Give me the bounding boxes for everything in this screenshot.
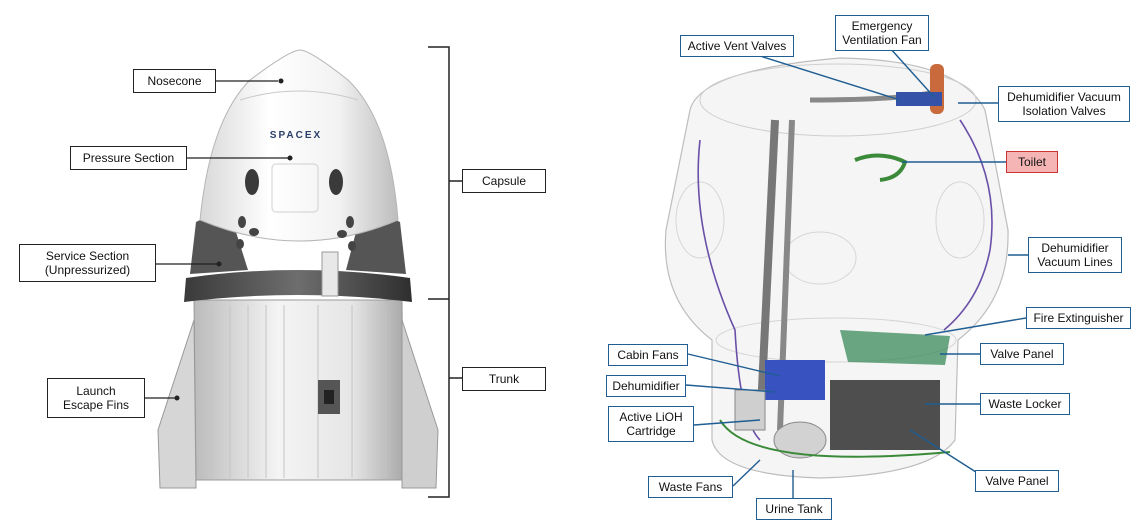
nosecone-dot xyxy=(278,78,284,84)
label-waste-fans-line1: Waste Fans xyxy=(658,480,723,494)
label-launch-escape-fins: Launch Escape Fins xyxy=(47,378,145,418)
label-dehumidifier-line1: Dehumidifier xyxy=(612,379,680,393)
capsule-cone xyxy=(199,49,399,251)
label-dvl-line1: Dehumidifier xyxy=(1041,241,1109,255)
label-dvi-valves-line2: Isolation Valves xyxy=(1022,104,1106,118)
label-valve-panel-lower: Valve Panel xyxy=(975,470,1059,492)
label-emergency-ventilation-fan: Emergency Ventilation Fan xyxy=(835,15,929,51)
label-active-lioh-line1: Active LiOH xyxy=(619,410,683,424)
label-dehumidifier: Dehumidifier xyxy=(606,375,686,397)
label-capsule-line1: Capsule xyxy=(481,174,527,188)
launch-fins-dot xyxy=(174,395,180,401)
label-urine-tank: Urine Tank xyxy=(756,498,832,520)
pressure-section-dot xyxy=(287,155,293,161)
label-dehumidifier-vacuum-lines: Dehumidifier Vacuum Lines xyxy=(1028,237,1122,273)
label-service-section-line1: Service Section xyxy=(45,249,130,263)
label-waste-locker-line1: Waste Locker xyxy=(988,397,1062,411)
label-dehumidifier-vacuum-isolation-valves: Dehumidifier Vacuum Isolation Valves xyxy=(998,86,1130,122)
label-launch-escape-fins-line2: Escape Fins xyxy=(62,398,130,412)
trunk-body xyxy=(157,299,439,489)
label-emergency-ventilation-fan-line1: Emergency xyxy=(851,19,913,33)
service-section-dot xyxy=(216,261,222,267)
label-valve-panel-upper-line1: Valve Panel xyxy=(990,347,1054,361)
cabin-cutaway-illustration xyxy=(664,57,1009,479)
label-pressure-section: Pressure Section xyxy=(70,146,187,170)
label-service-section-line2: (Unpressurized) xyxy=(44,263,131,277)
label-toilet-line1: Toilet xyxy=(1017,155,1046,169)
label-toilet: Toilet xyxy=(1006,151,1058,173)
label-nosecone-line1: Nosecone xyxy=(147,74,202,88)
label-waste-fans: Waste Fans xyxy=(648,476,733,498)
label-active-vent-valves: Active Vent Valves xyxy=(680,35,794,57)
label-pressure-section-line1: Pressure Section xyxy=(82,151,175,165)
label-active-lioh-line2: Cartridge xyxy=(626,424,676,438)
label-active-lioh-cartridge: Active LiOH Cartridge xyxy=(608,406,694,442)
label-cabin-fans-line1: Cabin Fans xyxy=(617,348,679,362)
label-launch-escape-fins-line1: Launch xyxy=(76,384,116,398)
label-valve-panel-lower-line1: Valve Panel xyxy=(985,474,1049,488)
label-valve-panel-upper: Valve Panel xyxy=(980,343,1064,365)
label-trunk-line1: Trunk xyxy=(488,372,520,386)
label-emergency-ventilation-fan-line2: Ventilation Fan xyxy=(842,33,922,47)
right-leader-lines xyxy=(685,36,1028,498)
label-nosecone: Nosecone xyxy=(133,69,216,93)
label-cabin-fans: Cabin Fans xyxy=(608,344,688,366)
label-active-vent-valves-line1: Active Vent Valves xyxy=(687,39,787,53)
label-service-section: Service Section (Unpressurized) xyxy=(19,244,156,282)
label-fire-extinguisher: Fire Extinguisher xyxy=(1026,307,1131,329)
label-capsule: Capsule xyxy=(462,169,546,193)
label-urine-tank-line1: Urine Tank xyxy=(765,502,823,516)
capsule-trunk-bracket xyxy=(428,46,462,498)
spacex-logo: SPACEX xyxy=(269,130,323,141)
label-waste-locker: Waste Locker xyxy=(980,393,1070,415)
label-dvi-valves-line1: Dehumidifier Vacuum xyxy=(1007,90,1121,104)
label-fire-extinguisher-line1: Fire Extinguisher xyxy=(1033,311,1124,325)
label-dvl-line2: Vacuum Lines xyxy=(1037,255,1113,269)
left-leader-lines xyxy=(145,80,288,399)
label-trunk: Trunk xyxy=(462,367,546,391)
